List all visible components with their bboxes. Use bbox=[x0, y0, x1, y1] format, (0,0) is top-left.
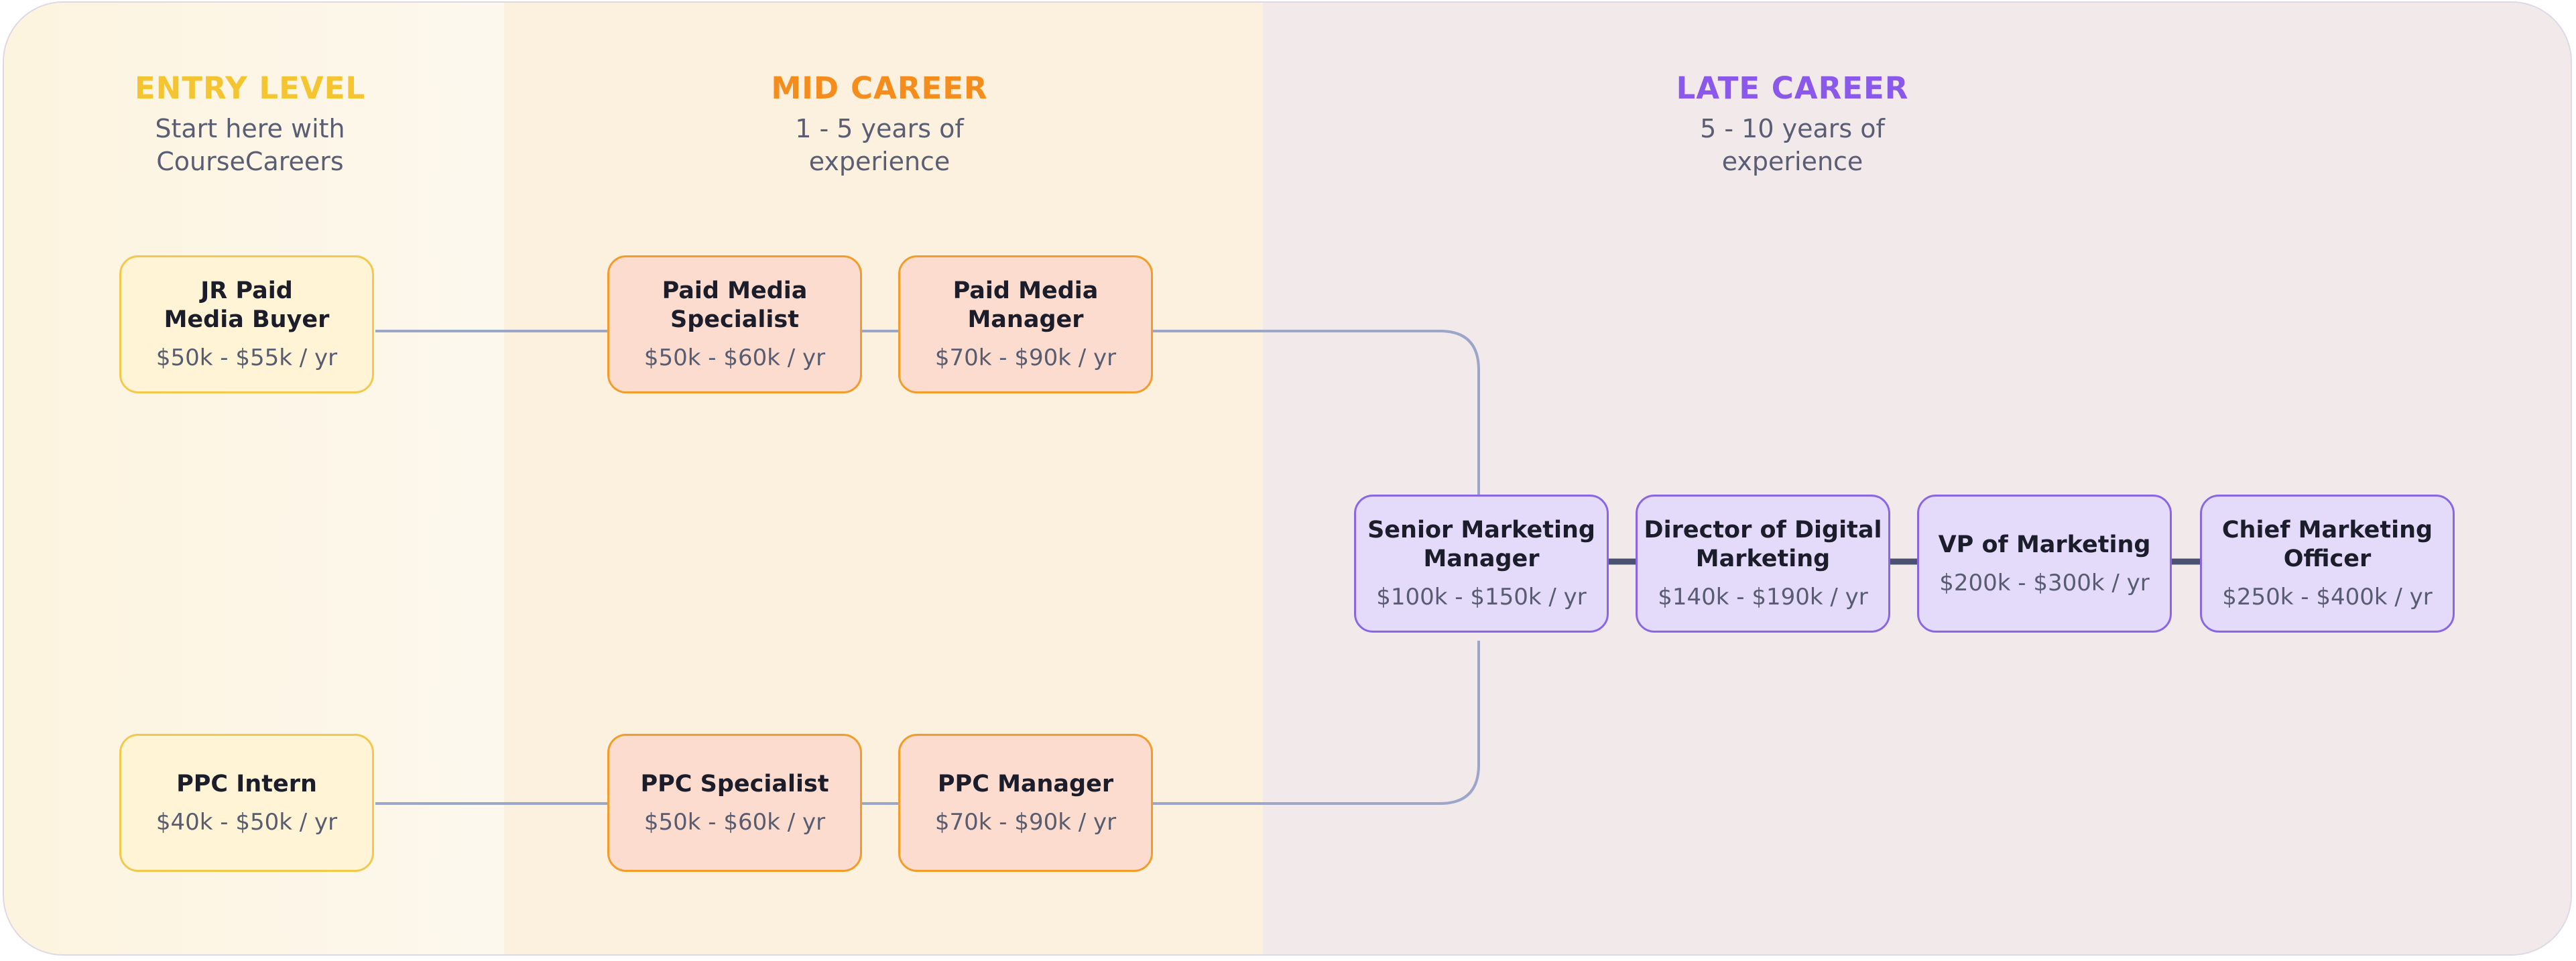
role-title-line2: Media Buyer bbox=[164, 306, 330, 333]
role-salary: $250k - $400k / yr bbox=[2222, 584, 2433, 611]
role-title-line1: Director of Digital bbox=[1644, 517, 1882, 543]
role-jr-paid-media-buyer: JR Paid Media Buyer $50k - $55k / yr bbox=[119, 255, 374, 393]
role-title: Director of Digital Marketing bbox=[1644, 516, 1882, 574]
role-title-line2: Manager bbox=[1423, 546, 1540, 572]
role-title-line1: Senior Marketing bbox=[1367, 517, 1595, 543]
role-title: Paid Media Specialist bbox=[662, 277, 808, 334]
role-chief-marketing-officer: Chief Marketing Officer $250k - $400k / … bbox=[2200, 495, 2455, 633]
entry-level-subtitle-line2: CourseCareers bbox=[156, 147, 344, 176]
role-title-line1: Chief Marketing bbox=[2221, 517, 2433, 543]
connector-paid-manager-to-senior bbox=[1153, 330, 1480, 495]
role-director-digital-marketing: Director of Digital Marketing $140k - $1… bbox=[1636, 495, 1890, 633]
role-title: VP of Marketing bbox=[1938, 531, 2151, 558]
role-senior-marketing-manager: Senior Marketing Manager $100k - $150k /… bbox=[1354, 495, 1609, 633]
role-title: PPC Manager bbox=[937, 770, 1114, 797]
role-title: Paid Media Manager bbox=[953, 277, 1099, 334]
role-title: PPC Intern bbox=[176, 770, 317, 797]
mid-career-subtitle: 1 - 5 years of experience bbox=[500, 113, 1259, 178]
mid-career-header: MID CAREER 1 - 5 years of experience bbox=[500, 70, 1259, 178]
role-salary: $70k - $90k / yr bbox=[934, 344, 1117, 371]
late-career-subtitle-line1: 5 - 10 years of bbox=[1700, 114, 1885, 143]
role-title: Chief Marketing Officer bbox=[2222, 516, 2433, 574]
connector-ppc-manager-to-senior bbox=[1153, 641, 1480, 805]
role-paid-media-manager: Paid Media Manager $70k - $90k / yr bbox=[898, 255, 1153, 393]
role-ppc-specialist: PPC Specialist $50k - $60k / yr bbox=[607, 734, 862, 872]
role-salary: $100k - $150k / yr bbox=[1376, 584, 1587, 611]
role-title: Senior Marketing Manager bbox=[1367, 516, 1595, 574]
late-career-subtitle-line2: experience bbox=[1721, 147, 1863, 176]
late-career-subtitle: 5 - 10 years of experience bbox=[1259, 113, 2326, 178]
role-salary: $70k - $90k / yr bbox=[934, 808, 1117, 836]
role-ppc-intern: PPC Intern $40k - $50k / yr bbox=[119, 734, 374, 872]
role-title-line2: Manager bbox=[967, 306, 1084, 333]
role-title-line1: Paid Media bbox=[953, 277, 1099, 304]
role-title-line2: Marketing bbox=[1695, 546, 1831, 572]
role-salary: $50k - $55k / yr bbox=[156, 344, 338, 371]
entry-level-title: ENTRY LEVEL bbox=[134, 70, 366, 106]
mid-career-subtitle-line1: 1 - 5 years of bbox=[795, 114, 964, 143]
role-title-line2: Specialist bbox=[670, 306, 799, 333]
role-vp-marketing: VP of Marketing $200k - $300k / yr bbox=[1917, 495, 2172, 633]
late-career-header: LATE CAREER 5 - 10 years of experience bbox=[1259, 70, 2326, 178]
late-career-band bbox=[1263, 3, 2571, 954]
role-salary: $140k - $190k / yr bbox=[1658, 584, 1868, 611]
role-salary: $50k - $60k / yr bbox=[643, 344, 826, 371]
late-career-title: LATE CAREER bbox=[1676, 70, 1909, 106]
mid-career-subtitle-line2: experience bbox=[808, 147, 950, 176]
role-title: JR Paid Media Buyer bbox=[164, 277, 330, 334]
entry-level-subtitle-line1: Start here with bbox=[155, 114, 345, 143]
role-title: PPC Specialist bbox=[640, 770, 829, 797]
role-salary: $40k - $50k / yr bbox=[156, 808, 338, 836]
role-salary: $50k - $60k / yr bbox=[643, 808, 826, 836]
role-salary: $200k - $300k / yr bbox=[1939, 569, 2150, 596]
role-title-line1: JR Paid bbox=[200, 277, 293, 304]
role-title-line1: Paid Media bbox=[662, 277, 808, 304]
mid-career-title: MID CAREER bbox=[771, 70, 988, 106]
role-ppc-manager: PPC Manager $70k - $90k / yr bbox=[898, 734, 1153, 872]
entry-level-subtitle: Start here with CourseCareers bbox=[0, 113, 500, 178]
role-title-line2: Officer bbox=[2283, 546, 2372, 572]
role-paid-media-specialist: Paid Media Specialist $50k - $60k / yr bbox=[607, 255, 862, 393]
entry-level-header: ENTRY LEVEL Start here with CourseCareer… bbox=[0, 70, 500, 178]
